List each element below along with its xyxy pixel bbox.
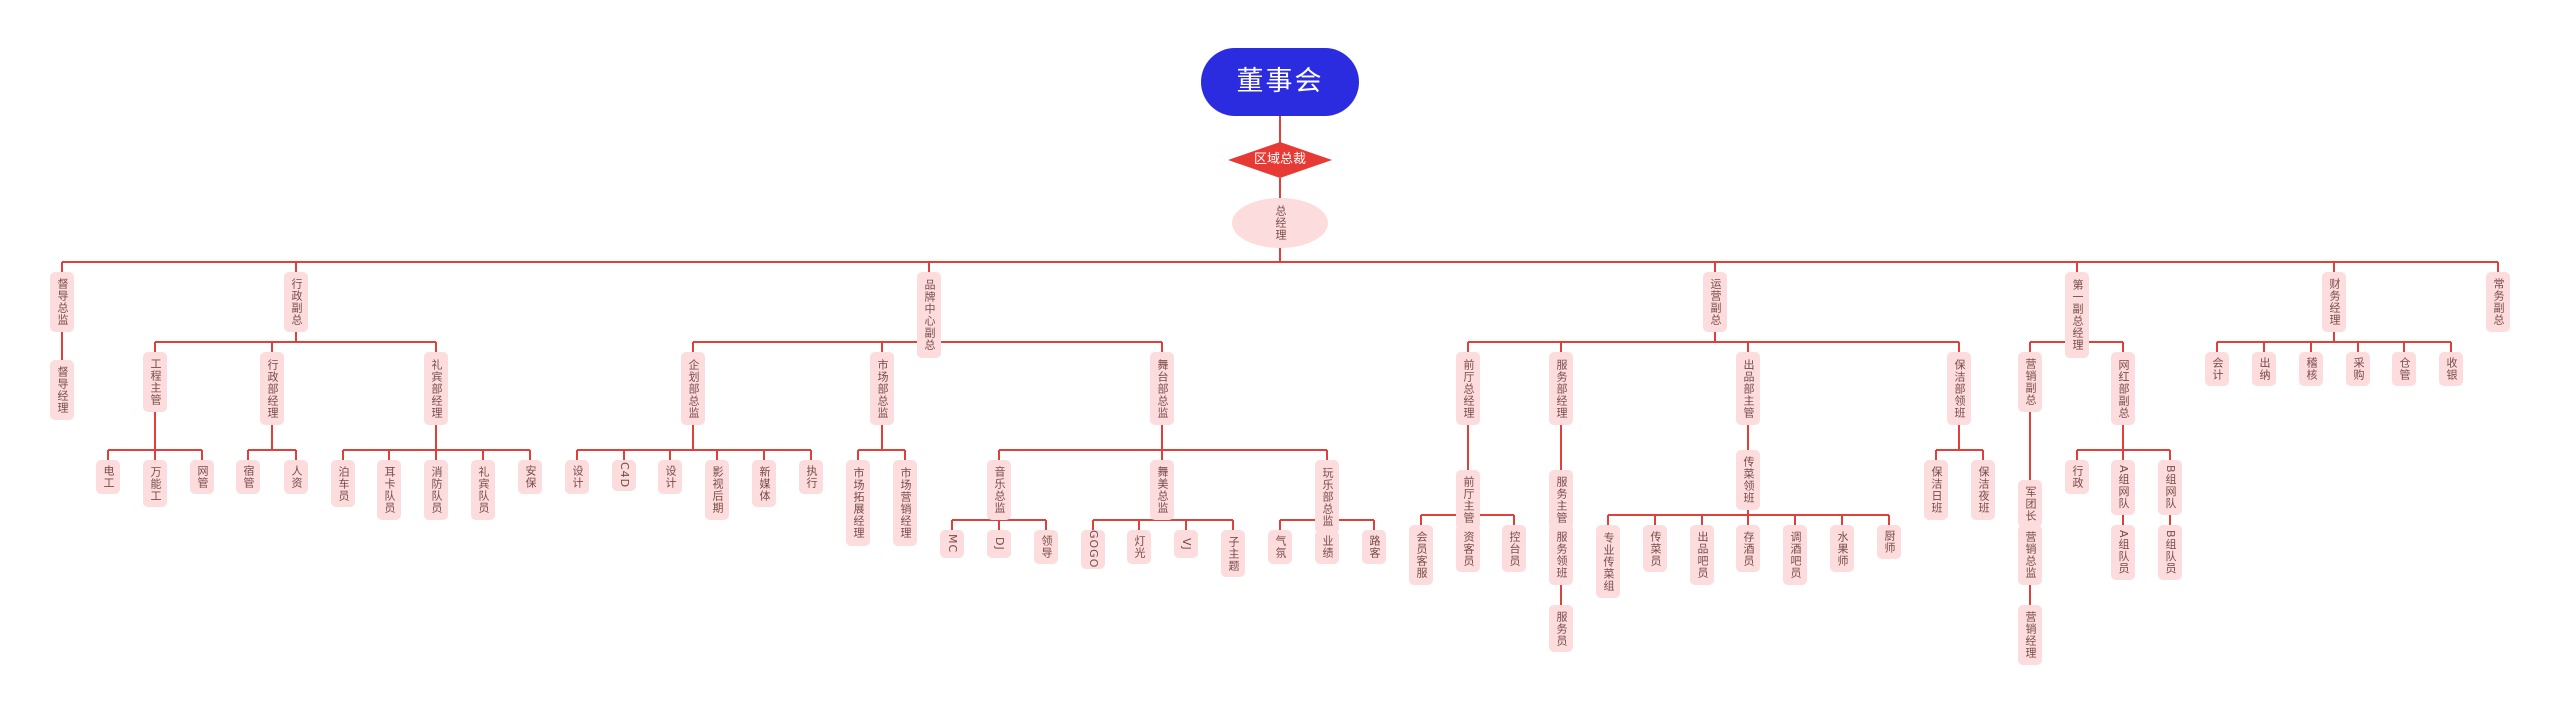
org-node[interactable]: 军团长 [2018, 480, 2042, 527]
org-node[interactable]: 收银 [2439, 352, 2463, 386]
org-node[interactable]: 控台员 [1502, 525, 1526, 572]
org-node[interactable]: 营销总监 [2018, 525, 2042, 585]
org-node[interactable]: 服务员 [1549, 605, 1573, 652]
org-node[interactable]: 保洁日班 [1924, 460, 1948, 520]
org-node[interactable]: 厨师 [1877, 525, 1901, 559]
org-node[interactable]: VJ [1174, 530, 1198, 558]
org-node[interactable]: 礼宾队员 [471, 460, 495, 520]
org-node[interactable]: 第一副总经理 [2065, 272, 2089, 358]
org-node[interactable]: 传菜领班 [1736, 450, 1760, 510]
org-node[interactable]: 设计 [565, 460, 589, 494]
org-node[interactable]: 礼宾部经理 [424, 352, 448, 425]
org-node[interactable]: 保洁夜班 [1971, 460, 1995, 520]
org-node[interactable]: C4D [612, 460, 636, 491]
org-node[interactable]: 音乐总监 [987, 460, 1011, 520]
org-node[interactable]: 玩乐部总监 [1315, 460, 1339, 533]
org-node[interactable]: 出品部主管 [1736, 352, 1760, 425]
org-node[interactable]: 资客员 [1456, 525, 1480, 572]
org-node[interactable]: 网红部副总 [2111, 352, 2135, 425]
org-node[interactable]: 市场拓展经理 [846, 460, 870, 546]
org-node[interactable]: 企划部总监 [681, 352, 705, 425]
org-node[interactable]: 运营副总 [1703, 272, 1727, 332]
org-node[interactable]: 出纳 [2252, 352, 2276, 386]
org-node[interactable]: 耳卡队员 [377, 460, 401, 520]
org-node[interactable]: 执行 [799, 460, 823, 494]
org-node[interactable]: 前厅总经理 [1456, 352, 1480, 425]
org-node[interactable]: 调酒吧员 [1783, 525, 1807, 585]
org-node[interactable]: 行政 [2065, 460, 2089, 494]
org-node[interactable]: 督导总监 [50, 272, 74, 332]
org-node[interactable]: 品牌中心副总 [917, 272, 941, 358]
org-node[interactable]: DJ [987, 530, 1011, 558]
org-node[interactable]: 人资 [284, 460, 308, 494]
org-node[interactable]: 专业传菜组 [1596, 525, 1620, 598]
org-node[interactable]: 电工 [96, 460, 120, 494]
org-node[interactable]: 工程主管 [143, 352, 167, 412]
org-node[interactable]: 保洁部领班 [1947, 352, 1971, 425]
org-node[interactable]: 传菜员 [1643, 525, 1667, 572]
org-node[interactable]: 业绩 [1315, 530, 1339, 564]
org-node[interactable]: 子主题 [1221, 530, 1245, 577]
org-node[interactable]: 市场营销经理 [893, 460, 917, 546]
root-node[interactable]: 董事会 [1201, 48, 1359, 116]
org-node[interactable]: 水果师 [1830, 525, 1854, 572]
org-node[interactable]: 泊车员 [331, 460, 355, 507]
org-node[interactable]: B组网队 [2158, 460, 2182, 515]
org-node[interactable]: 行政副总 [284, 272, 308, 332]
org-node[interactable]: 出品吧员 [1690, 525, 1714, 585]
org-node[interactable]: 会计 [2205, 352, 2229, 386]
org-node[interactable]: 气氛 [1268, 530, 1292, 564]
org-node[interactable]: 财务经理 [2322, 272, 2346, 332]
org-node[interactable]: 服务领班 [1549, 525, 1573, 585]
org-node[interactable]: 前厅主管 [1456, 470, 1480, 530]
org-node[interactable]: 营销经理 [2018, 605, 2042, 665]
org-node[interactable]: 常务副总 [2486, 272, 2510, 332]
org-node[interactable]: 市场部总监 [870, 352, 894, 425]
org-node[interactable]: 行政部经理 [260, 352, 284, 425]
org-node[interactable]: A组队员 [2111, 525, 2135, 580]
org-node[interactable]: 领导 [1034, 530, 1058, 564]
org-node[interactable]: 宿管 [236, 460, 260, 494]
org-node[interactable]: A组网队 [2111, 460, 2135, 515]
org-node[interactable]: 万能工 [143, 460, 167, 507]
org-node[interactable]: 消防队员 [424, 460, 448, 520]
org-node[interactable]: 网管 [190, 460, 214, 494]
org-node[interactable]: 服务主管 [1549, 470, 1573, 530]
org-node[interactable]: 设计 [658, 460, 682, 494]
org-node[interactable]: 灯光 [1127, 530, 1151, 564]
general-manager-node[interactable]: 总经理 [1232, 198, 1328, 248]
org-node[interactable]: 仓管 [2392, 352, 2416, 386]
org-node[interactable]: 路客 [1362, 530, 1386, 564]
org-node[interactable]: 舞台部总监 [1150, 352, 1174, 425]
org-node[interactable]: 影视后期 [705, 460, 729, 520]
org-node[interactable]: 会员客服 [1409, 525, 1433, 585]
org-node[interactable]: GOGO [1081, 530, 1105, 569]
org-node[interactable]: 服务部经理 [1549, 352, 1573, 425]
org-node[interactable]: MC [940, 530, 964, 558]
org-node[interactable]: 舞美总监 [1150, 460, 1174, 520]
org-node[interactable]: 采购 [2346, 352, 2370, 386]
org-node[interactable]: 安保 [518, 460, 542, 494]
org-node[interactable]: 稽核 [2299, 352, 2323, 386]
org-node[interactable]: 营销副总 [2018, 352, 2042, 412]
org-node[interactable]: 新媒体 [752, 460, 776, 507]
org-node[interactable]: 存酒员 [1736, 525, 1760, 572]
org-node[interactable]: 督导经理 [50, 360, 74, 420]
org-node[interactable]: B组队员 [2158, 525, 2182, 580]
